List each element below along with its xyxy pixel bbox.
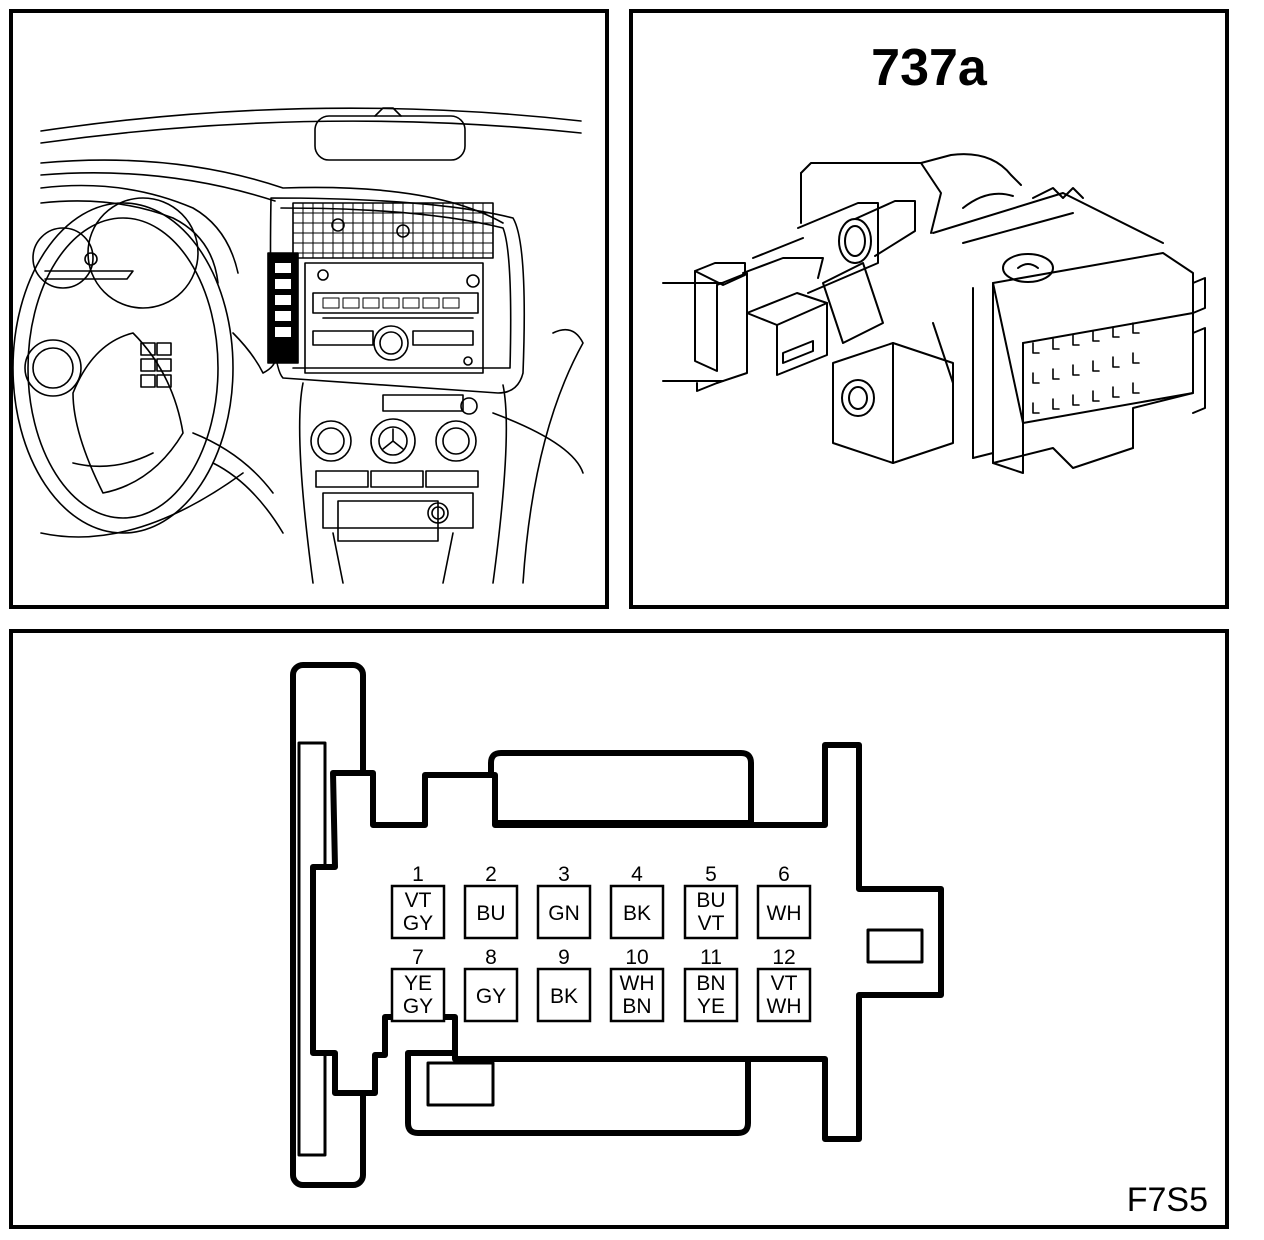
wire-color-label: BN — [696, 972, 725, 995]
pin-6: 6WH — [756, 863, 812, 940]
pin-cavity — [683, 884, 739, 940]
wire-color-label: GN — [548, 902, 580, 925]
pin-number: 4 — [631, 863, 643, 886]
pin-cavity — [463, 967, 519, 1023]
wire-color-label: WH — [620, 972, 655, 995]
pin-cavity — [390, 967, 446, 1023]
pin-cavity — [536, 967, 592, 1023]
pin-cavity — [390, 884, 446, 940]
wire-color-label: GY — [476, 985, 506, 1008]
pin-cavity — [536, 884, 592, 940]
pin-cavity — [756, 967, 812, 1023]
pin-number: 2 — [485, 863, 497, 886]
wire-color-label: VT — [405, 889, 432, 912]
wire-color-label: VT — [771, 972, 798, 995]
pin-number: 5 — [705, 863, 717, 886]
pin-cavity — [683, 967, 739, 1023]
wire-color-label: BU — [476, 902, 505, 925]
wire-color-label: WH — [767, 995, 802, 1018]
wire-color-label: WH — [767, 902, 802, 925]
pin-cavity — [756, 884, 812, 940]
wire-color-label: GY — [403, 912, 433, 935]
pin-number: 7 — [412, 946, 424, 969]
wire-color-label: YE — [697, 995, 725, 1018]
wire-color-label: GY — [403, 995, 433, 1018]
pin-number: 3 — [558, 863, 570, 886]
pin-number: 6 — [778, 863, 790, 886]
wire-color-label: BU — [696, 889, 725, 912]
pinout-diagram: 1VTGY2BU3GN4BK5BUVT6WH7YEGY8GY9BK10WHBN1… — [290, 662, 1208, 1219]
pin-3: 3GN — [536, 863, 592, 940]
pin-cavity — [463, 884, 519, 940]
pin-number: 1 — [412, 863, 424, 886]
connector-illustration: 737a — [662, 39, 1206, 474]
pin-2: 2BU — [463, 863, 519, 940]
pin-cavity — [609, 884, 665, 940]
connector-panel: 737a — [629, 9, 1229, 609]
location-panel — [9, 9, 609, 609]
connector-face — [310, 742, 944, 1142]
wire-color-label: BK — [623, 902, 651, 925]
key-slot — [866, 928, 924, 964]
pin-4: 4BK — [609, 863, 665, 940]
wire-color-label: BN — [622, 995, 651, 1018]
pin-9: 9BK — [536, 946, 592, 1023]
wire-color-label: VT — [698, 912, 725, 935]
figure-code: F7S5 — [1127, 1181, 1208, 1219]
wire-color-label: YE — [404, 972, 432, 995]
lower-key — [426, 1061, 495, 1107]
pin-8: 8GY — [463, 946, 519, 1023]
wire-color-label: BK — [550, 985, 578, 1008]
dashboard-illustration — [13, 107, 584, 584]
pin-number: 12 — [772, 946, 795, 969]
latch-tab-top — [488, 750, 754, 826]
pin-number: 11 — [700, 946, 722, 969]
pin-number: 8 — [485, 946, 497, 969]
connector-id-label: 737a — [871, 39, 988, 97]
pins-layer: 1VTGY2BU3GN4BK5BUVT6WH7YEGY8GY9BK10WHBN1… — [390, 863, 812, 1023]
pin-cavity — [609, 967, 665, 1023]
pin-number: 9 — [558, 946, 570, 969]
pin-number: 10 — [625, 946, 648, 969]
